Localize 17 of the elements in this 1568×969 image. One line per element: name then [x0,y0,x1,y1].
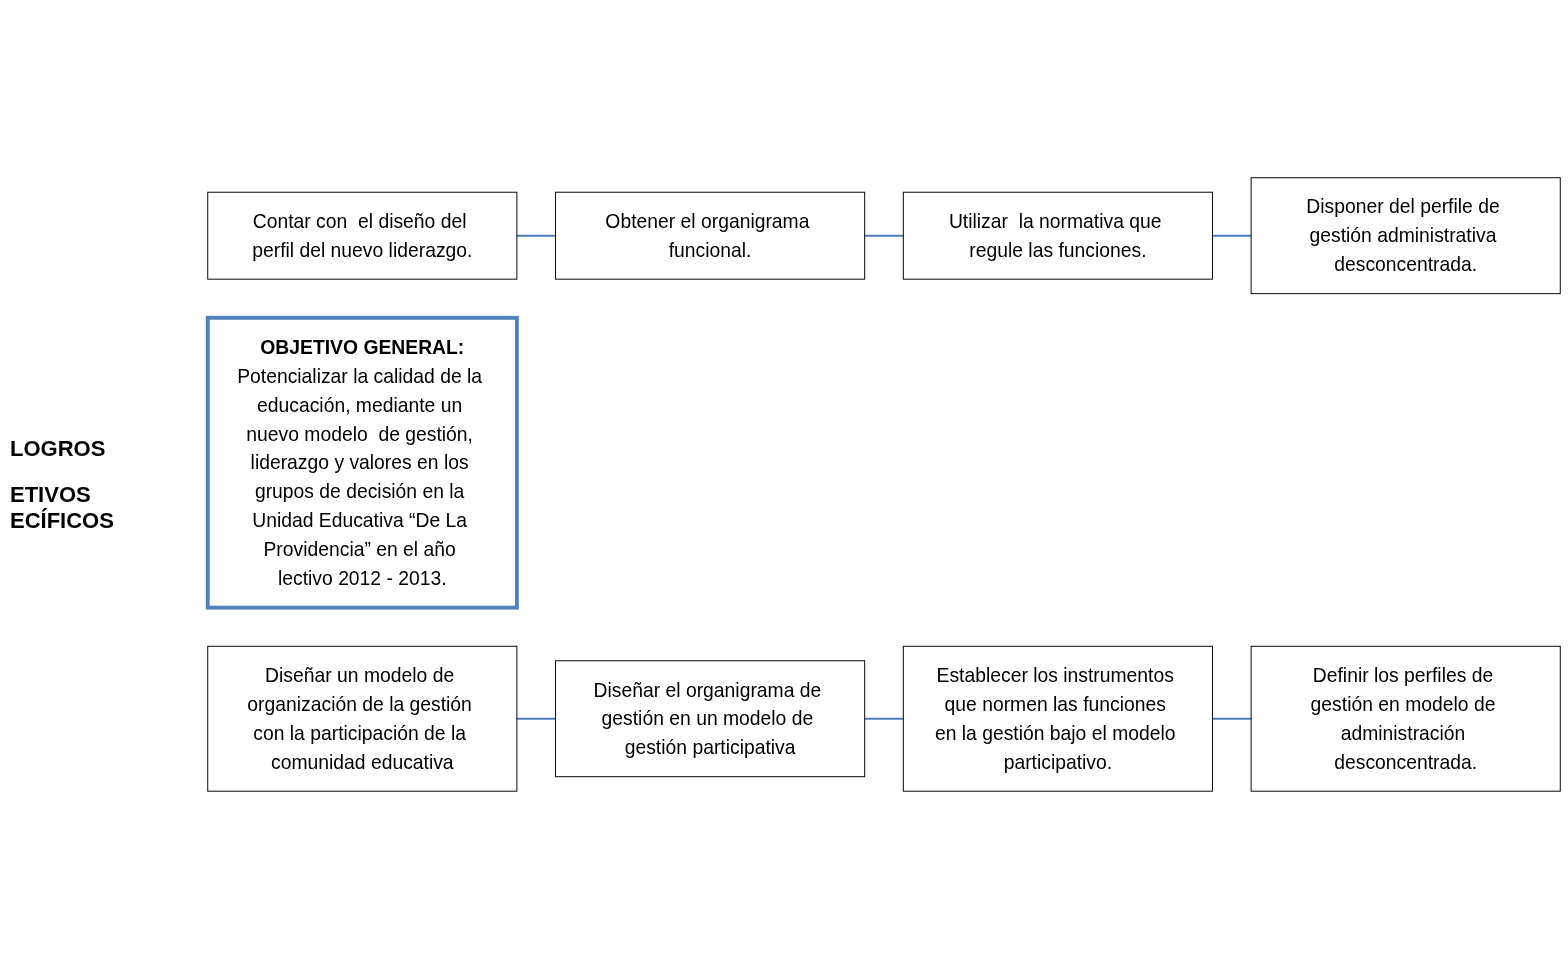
node-box: Contar con el diseño del perfil del nuevo liderazgo. [207,191,518,280]
connector [515,234,557,237]
section-label: LOGROS [10,435,107,462]
node-box: Obtener el organigrama funcional. [555,191,866,280]
node-box: Diseñar un modelo de organización de la gestión con la participación de la comunidad educativa [207,645,518,792]
connector [1211,234,1253,237]
node-box: Establecer los instrumentos que normen las funciones en la gestión bajo el modelo participativo. [902,645,1213,792]
node-box: Diseñar el organigrama de gestión en un modelo de gestión participativa [555,660,866,778]
node-box: Definir los perfiles de gestión en modelo de administración desconcentrada. [1250,645,1561,792]
node-box: Disponer del perfile de gestión administrativa desconcentrada. [1250,177,1561,295]
connector [1211,717,1253,720]
node-box: Utilizar la normativa que regule las funciones. [902,191,1213,280]
connector [863,234,905,237]
connector [863,717,905,720]
connector [515,717,557,720]
node-box: OBJETIVO GENERAL: Potencializar la calidad de la educación, mediante un nuevo modelo de gestión, liderazgo y valores en los grupos de decisión en la Unidad Educativa “De La Providencia” en el año lectivo 2012 - 2013. [205,315,519,610]
section-label: ETIVOS ECÍFICOS [10,481,115,534]
